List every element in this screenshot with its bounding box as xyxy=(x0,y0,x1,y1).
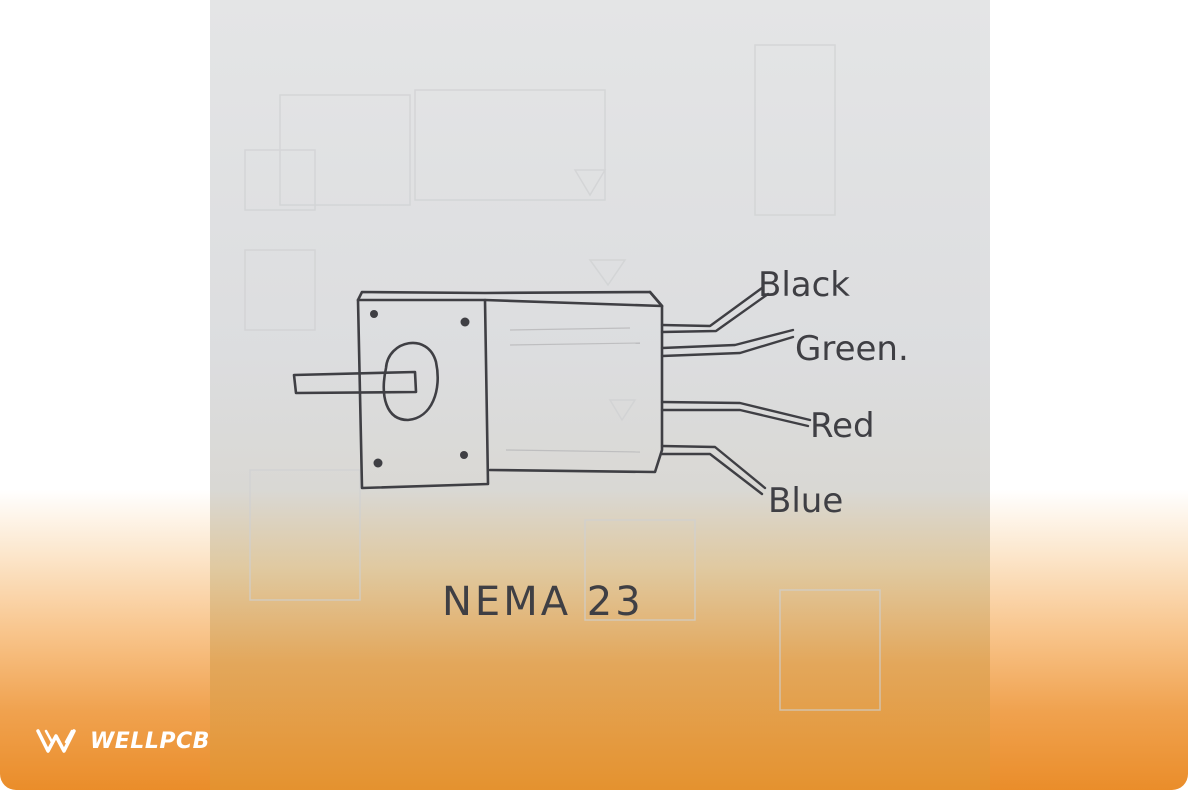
wellpcb-logo-icon xyxy=(36,729,76,753)
brand-logo: WELLPCB xyxy=(36,728,210,754)
brand-name: WELLPCB xyxy=(90,728,210,754)
motor-wires xyxy=(660,286,812,496)
paper-ghost-lines xyxy=(244,44,881,711)
wire-label-red: Red xyxy=(810,406,875,446)
motor-body-side xyxy=(483,298,664,474)
motor-shaft xyxy=(292,370,418,395)
wire-label-blue: Blue xyxy=(768,481,843,521)
sketch-photo: Black Green. Red Blue NEMA 23 xyxy=(210,0,990,790)
motor-hub-ring xyxy=(382,341,439,422)
motor-body-edge xyxy=(648,290,664,308)
motor-wiring-sketch: Black Green. Red Blue NEMA 23 xyxy=(244,44,909,711)
image-card: Black Green. Red Blue NEMA 23 WELLPCB xyxy=(0,0,1188,790)
motor-flange xyxy=(356,298,490,490)
body-shading xyxy=(505,327,641,453)
wire-label-green: Green. xyxy=(795,329,909,369)
motor-caption: NEMA 23 xyxy=(442,579,644,625)
mounting-holes xyxy=(370,310,470,468)
wire-label-black: Black xyxy=(758,265,850,305)
